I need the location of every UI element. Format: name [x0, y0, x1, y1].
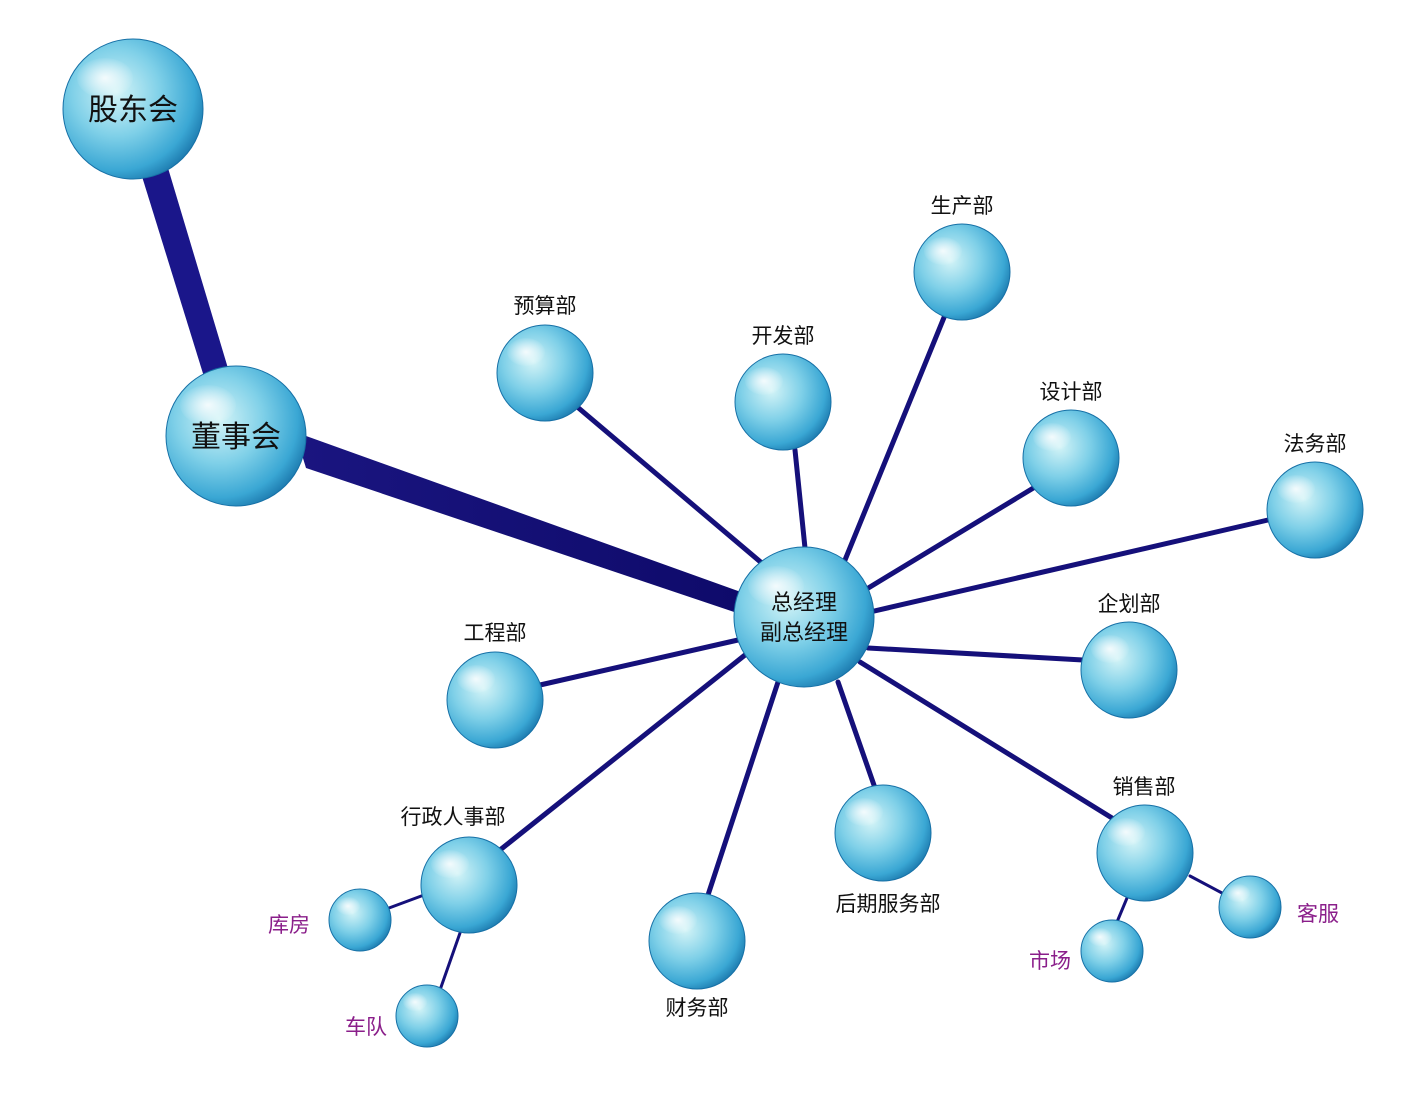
node-gm-line1: 总经理 — [771, 591, 837, 616]
edge-admin-fleet — [438, 931, 462, 992]
node-finance-label: 财务部 — [666, 996, 729, 1020]
edge-gm-design — [862, 484, 1038, 593]
edge-gm-finance — [705, 679, 781, 898]
node-sales[interactable]: 销售部 — [1096, 775, 1194, 902]
node-engineering-label: 工程部 — [464, 621, 527, 645]
edge-gm-planning — [865, 645, 1086, 663]
node-after-sales[interactable]: 后期服务部 — [834, 784, 941, 916]
edge-admin-warehouse — [387, 893, 426, 910]
node-dev[interactable]: 开发部 — [734, 324, 832, 451]
node-engineering[interactable]: 工程部 — [446, 621, 544, 749]
edge-gm-dev — [792, 447, 808, 551]
edge-gm-budget — [572, 402, 773, 573]
edge-board-gm — [295, 432, 752, 618]
edge-gm-production — [842, 312, 948, 563]
node-production-label: 生产部 — [931, 194, 994, 218]
edge-gm-sales — [857, 659, 1115, 821]
node-legal[interactable]: 法务部 — [1266, 432, 1364, 559]
node-production[interactable]: 生产部 — [913, 194, 1011, 321]
node-board[interactable]: 董事会 — [165, 365, 307, 507]
node-shareholders[interactable]: 股东会 — [62, 38, 204, 180]
node-dev-label: 开发部 — [752, 324, 815, 348]
node-warehouse[interactable]: 库房 — [268, 888, 392, 952]
node-gm[interactable]: 总经理 副总经理 — [733, 546, 875, 688]
edge-gm-legal — [867, 517, 1271, 615]
node-customer-service[interactable]: 客服 — [1218, 875, 1339, 939]
node-budget[interactable]: 预算部 — [496, 294, 594, 422]
node-fleet[interactable]: 车队 — [345, 984, 459, 1048]
node-after-sales-label: 后期服务部 — [836, 892, 941, 916]
thick-connectors — [140, 168, 752, 618]
edge-gm-after-sales — [835, 679, 878, 791]
sub-connectors — [387, 874, 1224, 992]
node-admin-hr[interactable]: 行政人事部 — [401, 805, 518, 934]
node-market-label: 市场 — [1029, 949, 1071, 973]
node-board-label: 董事会 — [191, 420, 281, 455]
node-gm-line2: 副总经理 — [760, 621, 848, 646]
node-planning[interactable]: 企划部 — [1080, 592, 1178, 719]
node-design-label: 设计部 — [1040, 380, 1103, 404]
edge-sales-customer — [1188, 874, 1224, 895]
node-shareholders-label: 股东会 — [88, 93, 178, 128]
node-sales-label: 销售部 — [1113, 775, 1176, 799]
node-market[interactable]: 市场 — [1029, 919, 1144, 983]
edge-gm-engineering — [537, 637, 741, 688]
node-admin-hr-label: 行政人事部 — [401, 805, 506, 829]
node-fleet-label: 车队 — [345, 1015, 387, 1039]
node-legal-label: 法务部 — [1284, 432, 1347, 456]
node-finance[interactable]: 财务部 — [648, 892, 746, 1020]
node-budget-label: 预算部 — [514, 294, 577, 318]
edge-shareholders-board — [140, 168, 230, 380]
node-warehouse-label: 库房 — [268, 913, 310, 937]
node-customer-service-label: 客服 — [1297, 902, 1339, 926]
edge-sales-market — [1115, 896, 1129, 924]
node-design[interactable]: 设计部 — [1022, 380, 1120, 507]
node-planning-label: 企划部 — [1098, 592, 1161, 616]
edge-gm-admin-hr — [497, 652, 748, 853]
thin-connectors — [497, 312, 1271, 898]
